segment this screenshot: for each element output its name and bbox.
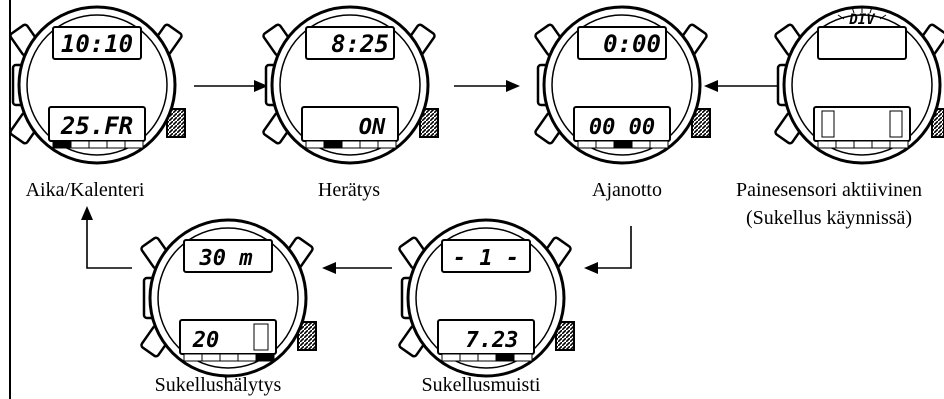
watch-chrono-caption: Ajanotto bbox=[592, 179, 662, 201]
top-display bbox=[305, 26, 395, 60]
top-display bbox=[817, 26, 907, 60]
mode-segments bbox=[305, 140, 397, 149]
mode-segments bbox=[183, 353, 275, 362]
crown bbox=[419, 108, 439, 138]
watch-chrono: 0:00 00 00 bbox=[534, 5, 711, 165]
mode-segments bbox=[577, 140, 669, 149]
watch-dive-alarm-top-text: 30 m bbox=[199, 246, 253, 271]
watch-alarm-bottom-text: ON bbox=[359, 115, 386, 140]
watch-alarm: 8:25 ON bbox=[262, 5, 439, 165]
watch-alarm-top-text: 8:25 bbox=[331, 30, 389, 58]
crown bbox=[691, 108, 711, 138]
top-display bbox=[441, 239, 531, 273]
watch-dive-memory-top-text: - 1 - bbox=[453, 246, 519, 271]
watch-dive-alarm: 30 m 20 bbox=[140, 218, 317, 378]
bottom-display bbox=[813, 106, 911, 142]
watch-time-top-text: 10:10 bbox=[61, 30, 133, 58]
watch-dive-alarm-caption: Sukellushälytys bbox=[155, 374, 282, 396]
crown bbox=[555, 321, 575, 351]
mode-segments bbox=[52, 140, 144, 149]
watch-dive-memory: - 1 - 7.23 bbox=[398, 218, 575, 378]
top-display bbox=[52, 26, 142, 60]
mode-segments bbox=[817, 140, 909, 149]
watch-chrono-top-text: 0:00 bbox=[603, 30, 661, 58]
top-display bbox=[183, 239, 273, 273]
crown bbox=[297, 321, 317, 351]
blink-rays bbox=[837, 6, 887, 20]
watch-time-calendar: 10:10 25.FR bbox=[9, 5, 186, 165]
watch-chrono-bottom-text: 00 00 bbox=[589, 115, 655, 140]
watch-dive-memory-caption: Sukellusmuisti bbox=[422, 374, 541, 396]
watch-time-caption: Aika/Kalenteri bbox=[26, 179, 145, 201]
arrow-dive-alarm-to-time bbox=[81, 206, 132, 269]
watch-dive-memory-bottom-text: 7.23 bbox=[466, 328, 519, 353]
watch-alarm-caption: Herätys bbox=[318, 179, 380, 201]
watch-dive-caption-line2: (Sukellus käynnissä) bbox=[746, 207, 912, 229]
arrow-memory-to-dive-alarm bbox=[322, 262, 392, 274]
arrow-alarm-to-chrono bbox=[454, 80, 520, 92]
arrow-time-to-alarm bbox=[194, 80, 268, 92]
crown bbox=[166, 108, 186, 138]
watch-time-bottom-text: 25.FR bbox=[60, 112, 133, 140]
watch-dive-alarm-bottom-text: 20 bbox=[192, 328, 220, 353]
watch-dive-top-text: DIV bbox=[848, 12, 876, 28]
top-display bbox=[577, 26, 667, 60]
watch-dive-caption-line1: Painesensori aktiivinen bbox=[736, 179, 922, 201]
watch-dive-active: DIV bbox=[774, 5, 944, 165]
mode-segments bbox=[441, 353, 533, 362]
arrow-chrono-to-memory bbox=[584, 226, 632, 274]
